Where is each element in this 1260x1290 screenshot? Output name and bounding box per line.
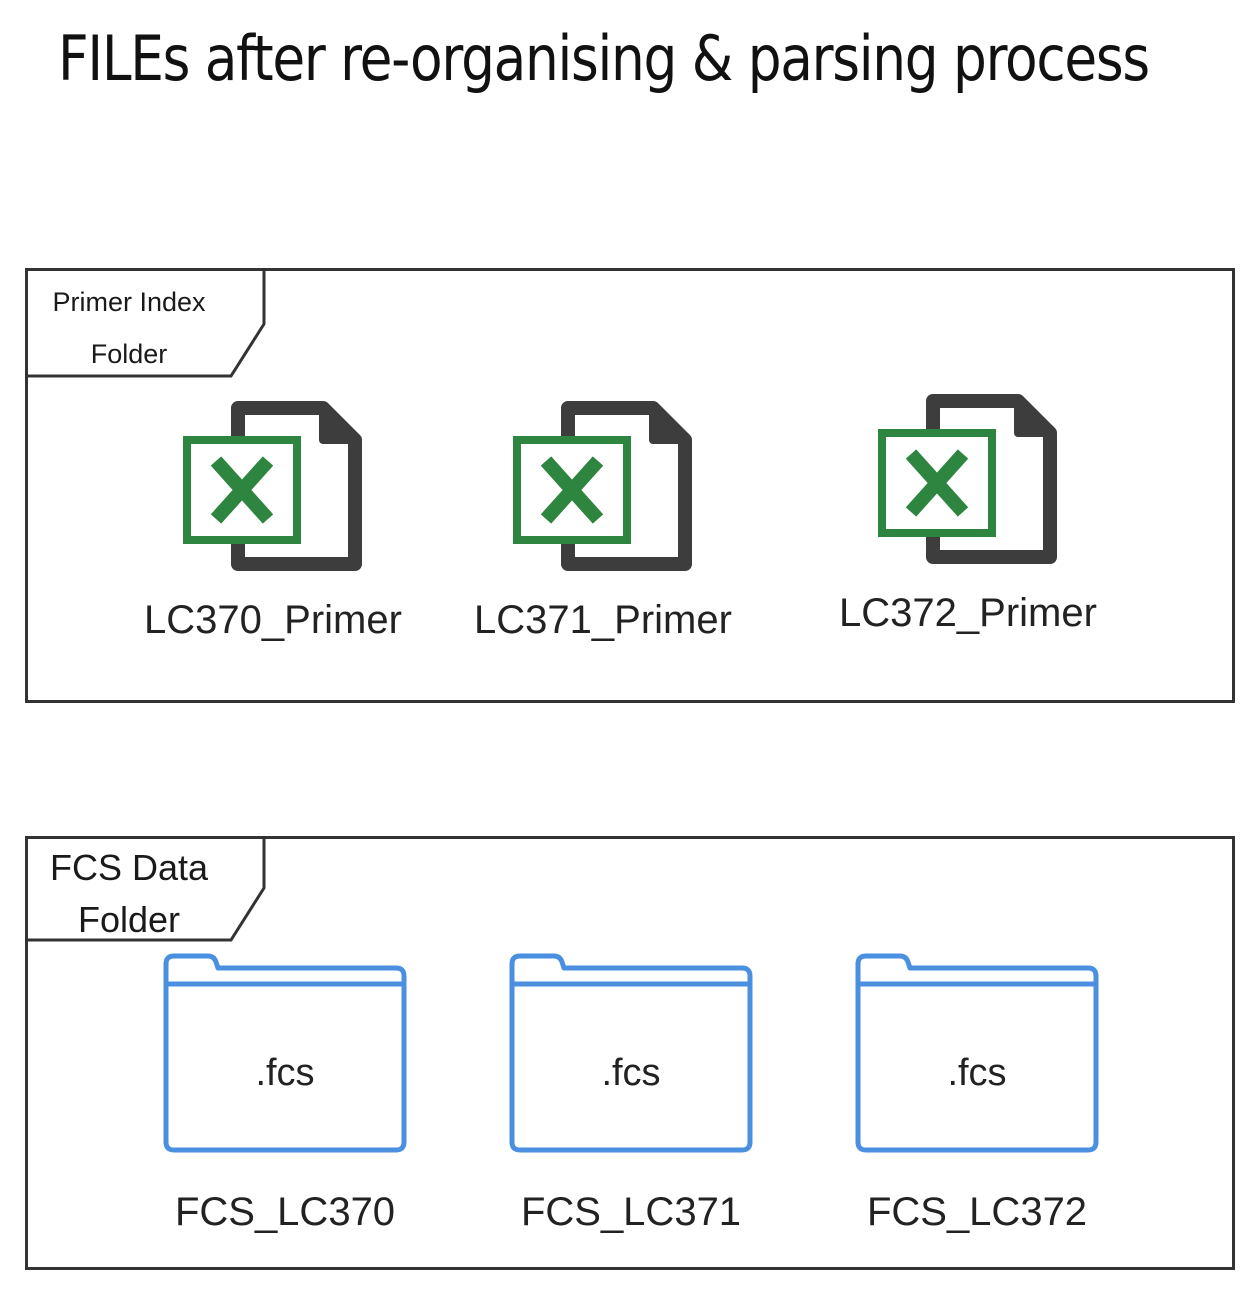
- folder-icon: [855, 953, 1099, 1153]
- excel-file-icon: [183, 401, 362, 571]
- file-name-label: LC371_Primer: [474, 598, 732, 642]
- excel-file-icon: [878, 394, 1057, 564]
- file-name-label: LC370_Primer: [144, 598, 402, 642]
- folder-fcs-lc371[interactable]: .fcs FCS_LC371: [506, 952, 756, 1252]
- primer-folder-label-line1: Primer Index: [52, 287, 206, 317]
- folder-name-label: FCS_LC371: [520, 1190, 742, 1234]
- file-name-label: LC372_Primer: [839, 591, 1097, 635]
- primer-folder-label-line2: Folder: [90, 339, 168, 369]
- excel-file-lc371[interactable]: LC371_Primer: [453, 396, 753, 656]
- folder-name-label: FCS_LC370: [174, 1190, 396, 1234]
- fcs-folder-label-line1: FCS Data: [49, 847, 209, 888]
- folder-extension-label: .fcs: [947, 1052, 1007, 1094]
- excel-file-lc372[interactable]: LC372_Primer: [818, 389, 1118, 649]
- excel-file-icon: [513, 401, 692, 571]
- folder-extension-label: .fcs: [255, 1052, 315, 1094]
- folder-icon: [163, 953, 407, 1153]
- page-title: FILEs after re-organising & parsing proc…: [58, 22, 1150, 95]
- fcs-folder-tab: FCS Data Folder: [25, 836, 267, 948]
- folder-icon: [509, 953, 753, 1153]
- primer-index-folder-panel: Primer Index Folder LC370_Primer LC371_P…: [25, 268, 1235, 703]
- fcs-folder-label-line2: Folder: [77, 899, 181, 940]
- folder-name-label: FCS_LC372: [866, 1190, 1088, 1234]
- excel-file-lc370[interactable]: LC370_Primer: [123, 396, 423, 656]
- folder-extension-label: .fcs: [601, 1052, 661, 1094]
- fcs-data-folder-panel: FCS Data Folder .fcs FCS_LC370 .fcs FCS_…: [25, 836, 1235, 1270]
- folder-fcs-lc372[interactable]: .fcs FCS_LC372: [852, 952, 1102, 1252]
- primer-folder-tab: Primer Index Folder: [25, 268, 267, 380]
- folder-fcs-lc370[interactable]: .fcs FCS_LC370: [160, 952, 410, 1252]
